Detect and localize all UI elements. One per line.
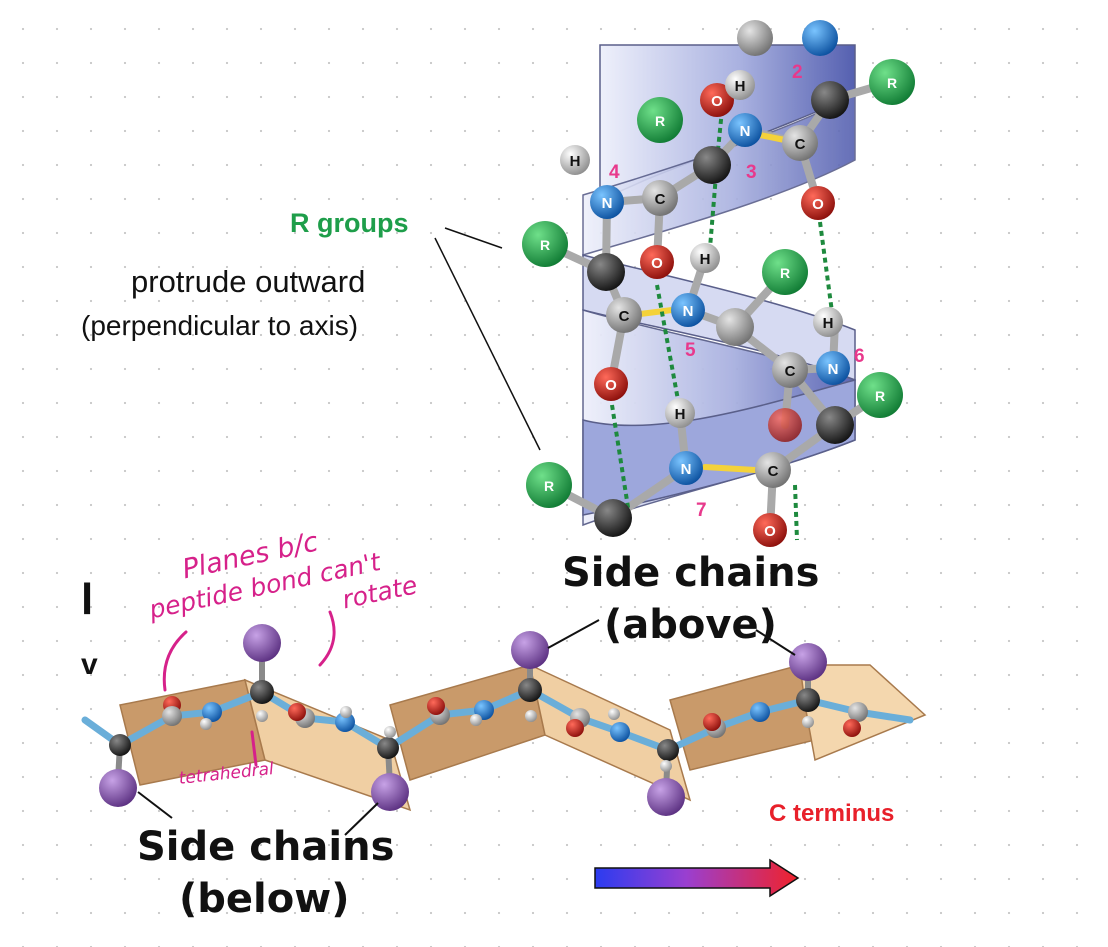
svg-text:R: R	[544, 478, 554, 494]
atom-c-top	[737, 20, 773, 56]
svg-text:O: O	[711, 93, 723, 110]
below-label: (below)	[179, 876, 350, 922]
svg-text:C: C	[768, 463, 779, 480]
side-chain-above-1	[243, 624, 281, 662]
svg-text:R: R	[780, 265, 790, 281]
svg-text:H: H	[823, 315, 834, 332]
atom-n-top	[802, 20, 838, 56]
atom-r-5: R	[857, 372, 903, 418]
rgroups-pointer-lines	[434, 227, 541, 451]
svg-text:H: H	[700, 251, 711, 268]
cropped-text-fragment-1: l	[81, 575, 94, 624]
atom-h-3: H	[813, 307, 843, 337]
atom-h-1: H	[725, 70, 755, 100]
atom-r-4: R	[762, 249, 808, 295]
svg-text:R: R	[540, 237, 550, 253]
side-chain-spheres	[99, 624, 827, 816]
atom-c-alpha-3	[587, 253, 625, 291]
protrude-outward-label: protrude outward	[131, 264, 366, 299]
svg-text:C: C	[795, 136, 806, 153]
svg-text:O: O	[605, 377, 617, 394]
atom-n-6: N	[816, 351, 850, 385]
atom-c-alpha-4	[716, 308, 754, 346]
atom-r-1: R	[637, 97, 683, 143]
r-groups-label: R groups	[290, 208, 409, 238]
atom-c-3: C	[782, 125, 818, 161]
perpendicular-to-axis-label: (perpendicular to axis)	[81, 310, 359, 341]
side-chain-above-3	[789, 643, 827, 681]
svg-text:R: R	[875, 388, 885, 404]
side-chain-below-1	[99, 769, 137, 807]
atom-h-4: H	[560, 145, 590, 175]
beta-sheet-panel	[81, 610, 927, 898]
direction-arrow	[594, 858, 800, 898]
helix-atoms: O H R R N C H N C O R O H R C N H C N O …	[522, 20, 915, 547]
atom-c-6: C	[772, 352, 808, 388]
residue-number-2: 2	[792, 62, 803, 83]
atom-n-3: N	[728, 113, 762, 147]
side-chain-below-2	[371, 773, 409, 811]
atom-n-7: N	[669, 451, 703, 485]
atom-c-4: C	[642, 180, 678, 216]
atom-c-alpha-6	[594, 499, 632, 537]
svg-text:H: H	[735, 78, 746, 95]
svg-text:H: H	[570, 153, 581, 170]
atom-c-7: C	[755, 452, 791, 488]
atom-h-2: H	[690, 243, 720, 273]
atom-r-3: R	[522, 221, 568, 267]
atom-c-5: C	[606, 297, 642, 333]
atom-r-2: R	[869, 59, 915, 105]
svg-text:R: R	[655, 113, 665, 129]
svg-text:O: O	[764, 523, 776, 540]
svg-text:O: O	[651, 255, 663, 272]
atom-o-5	[768, 408, 802, 442]
atom-n-5: N	[671, 293, 705, 327]
residue-number-7: 7	[696, 500, 707, 521]
alpha-helix-panel: O H R R N C H N C O R O H R C N H C N O …	[434, 20, 915, 547]
svg-text:C: C	[785, 363, 796, 380]
svg-text:C: C	[655, 191, 666, 208]
atom-o-3: O	[640, 245, 674, 279]
handwritten-marks	[162, 610, 336, 767]
hydrogen-bonds	[610, 109, 834, 541]
atom-o-2: O	[801, 186, 835, 220]
svg-text:O: O	[812, 196, 824, 213]
side-chain-pointer-lines	[137, 619, 796, 836]
svg-text:N: N	[683, 303, 694, 320]
atom-o-1: O	[700, 83, 734, 117]
side-chain-below-3	[647, 778, 685, 816]
c-terminus-label: C terminus	[769, 800, 895, 827]
svg-text:R: R	[887, 75, 897, 91]
atom-o-4: O	[594, 367, 628, 401]
residue-numbers: 2 3 4 5 6 7	[609, 62, 865, 521]
atom-o-6: O	[753, 513, 787, 547]
sheet-atoms	[109, 678, 868, 772]
side-chain-above-2	[511, 631, 549, 669]
residue-number-5: 5	[685, 340, 696, 361]
atom-c-alpha-2	[693, 146, 731, 184]
side-chains-below-label: Side chains	[137, 824, 395, 870]
svg-text:N: N	[828, 361, 839, 378]
svg-text:N: N	[740, 123, 751, 140]
residue-number-6: 6	[854, 346, 865, 367]
residue-number-4: 4	[609, 162, 620, 183]
above-label: (above)	[604, 602, 777, 648]
atom-c-alpha-1	[811, 81, 849, 119]
atom-n-4: N	[590, 185, 624, 219]
atom-r-6: R	[526, 462, 572, 508]
side-chains-above-label: Side chains	[562, 550, 820, 596]
residue-number-3: 3	[746, 162, 757, 183]
cropped-text-fragment-2: v	[81, 648, 98, 681]
svg-text:N: N	[602, 195, 613, 212]
atom-c-alpha-5	[816, 406, 854, 444]
atom-h-5: H	[665, 398, 695, 428]
svg-text:C: C	[619, 308, 630, 325]
svg-text:N: N	[681, 461, 692, 478]
svg-text:H: H	[675, 406, 686, 423]
